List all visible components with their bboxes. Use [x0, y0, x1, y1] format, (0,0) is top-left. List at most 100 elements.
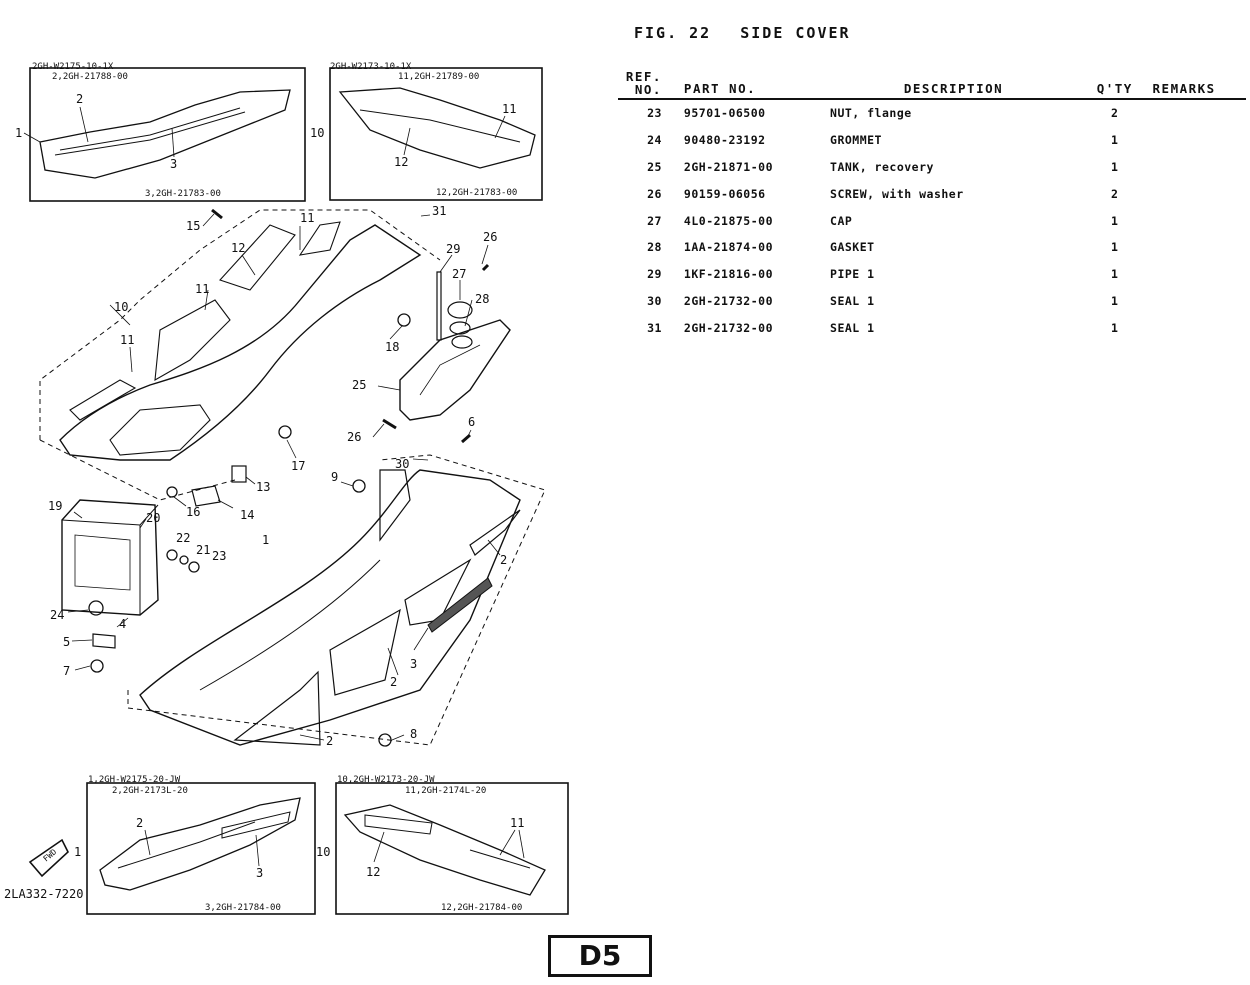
inset-bl-code2: 2,2GH-2173L-20	[112, 786, 188, 796]
cell-description: GASKET	[830, 240, 875, 255]
fwd-label: FWD	[42, 847, 59, 863]
inset-tr-ref: 10	[310, 126, 324, 140]
cell-part-no: 90480-23192	[683, 133, 766, 148]
cell-description: SEAL 1	[830, 293, 875, 308]
callout-3: 3	[410, 657, 417, 671]
cell-part-no: 90159-06056	[683, 186, 766, 201]
callout-27: 27	[452, 267, 466, 281]
inset-br-ref: 10	[316, 845, 330, 859]
cell-description: SCREW, with washer	[830, 186, 964, 201]
cell-ref-no: 30	[647, 293, 662, 308]
cell-ref-no: 26	[647, 186, 662, 201]
cell-part-no: 1AA-21874-00	[683, 240, 774, 255]
cell-qty: 2	[1111, 186, 1119, 201]
cell-remarks	[1149, 288, 1246, 315]
cell-description: PIPE 1	[830, 267, 875, 282]
callout-2-bottom: 2	[326, 734, 333, 748]
inset-br-code1: 10,2GH-W2173-20-JW	[337, 775, 435, 785]
cell-qty: 1	[1111, 133, 1119, 148]
table-row: 25 2GH-21871-00 TANK, recovery 1	[618, 154, 1246, 181]
exploded-parts-diagram: 2GH-W2175-10-1X 2,2GH-21788-00 3,2GH-217…	[4, 62, 569, 915]
callout-26-top: 26	[483, 230, 497, 244]
header-description: DESCRIPTION	[826, 70, 1081, 100]
small-hardware	[88, 208, 490, 747]
cell-remarks	[1149, 314, 1246, 341]
header-ref-line1: REF.	[625, 69, 662, 84]
cell-remarks	[1149, 154, 1246, 181]
inset-tl-ref: 1	[15, 126, 22, 140]
table-row: 26 90159-06056 SCREW, with washer 2	[618, 180, 1246, 207]
cell-description: CAP	[830, 213, 853, 228]
callout-11-mid: 11	[195, 282, 209, 296]
recovery-tank	[399, 271, 511, 421]
inset-br-ref-b: 12	[366, 865, 380, 879]
callout-14: 14	[240, 508, 254, 522]
inset-tl-bottom-code: 3,2GH-21783-00	[145, 189, 221, 199]
cell-qty: 2	[1111, 106, 1119, 121]
figure-name: SIDE COVER	[740, 24, 851, 42]
callout-6: 6	[468, 415, 475, 429]
callout-9: 9	[331, 470, 338, 484]
callout-30: 30	[395, 457, 409, 471]
inset-tr-ref-b: 12	[394, 155, 408, 169]
battery-box	[61, 499, 159, 616]
callout-28: 28	[475, 292, 489, 306]
cell-qty: 1	[1111, 320, 1119, 335]
cell-remarks	[1149, 180, 1246, 207]
inset-bl-ref-a: 2	[136, 816, 143, 830]
inset-bl-bottom-code: 3,2GH-21784-00	[205, 903, 281, 913]
inset-tl-code2: 2,2GH-21788-00	[52, 72, 128, 82]
cell-qty: 1	[1111, 267, 1119, 282]
callout-25: 25	[352, 378, 366, 392]
inset-br-ref-a: 11	[510, 816, 524, 830]
inset-tr-code1: 2GH-W2173-10-1X	[330, 62, 412, 72]
callout-22: 22	[176, 531, 190, 545]
callout-18: 18	[385, 340, 399, 354]
cell-description: NUT, flange	[830, 106, 912, 121]
cell-qty: 1	[1111, 159, 1119, 174]
parts-table: REF. NO. PART NO. DESCRIPTION Q'TY REMAR…	[618, 70, 1246, 341]
callout-16: 16	[186, 505, 200, 519]
cell-ref-no: 31	[647, 320, 662, 335]
callout-11-left: 11	[120, 333, 134, 347]
cell-remarks	[1149, 207, 1246, 234]
side-cover-upper	[39, 209, 441, 501]
callout-8: 8	[410, 727, 417, 741]
cell-qty: 1	[1111, 240, 1119, 255]
cell-ref-no: 25	[647, 159, 662, 174]
leader-lines	[67, 213, 501, 741]
callout-21: 21	[196, 543, 210, 557]
cell-qty: 1	[1111, 293, 1119, 308]
header-ref-no: REF. NO.	[618, 69, 666, 100]
cell-qty: 1	[1111, 213, 1119, 228]
header-part-no: PART NO.	[665, 70, 827, 100]
inset-br-code2: 11,2GH-2174L-20	[405, 786, 486, 796]
header-qty: Q'TY	[1081, 70, 1149, 100]
forward-arrow-icon: FWD	[28, 838, 69, 878]
inset-br-bottom-code: 12,2GH-21784-00	[441, 903, 522, 913]
callout-24: 24	[50, 608, 64, 622]
cell-part-no: 2GH-21732-00	[683, 293, 774, 308]
side-cover-main	[127, 454, 546, 746]
callout-11-top: 11	[300, 211, 314, 225]
callout-20: 20	[146, 511, 160, 525]
callout-1: 1	[262, 533, 269, 547]
cell-part-no: 2GH-21871-00	[683, 159, 774, 174]
cell-description: TANK, recovery	[830, 159, 934, 174]
inset-tr-bottom-code: 12,2GH-21783-00	[436, 188, 517, 198]
drawing-code: 2LA332-7220	[4, 887, 83, 901]
inset-top-left: 2GH-W2175-10-1X 2,2GH-21788-00 3,2GH-217…	[15, 62, 306, 202]
inset-bottom-left: 1,2GH-W2175-20-JW 2,2GH-2173L-20 3,2GH-2…	[74, 775, 316, 915]
callout-23: 23	[212, 549, 226, 563]
cell-description: SEAL 1	[830, 320, 875, 335]
page-label: D5	[548, 935, 652, 977]
cell-ref-no: 29	[647, 267, 662, 282]
callout-4: 4	[119, 617, 126, 631]
cell-remarks	[1149, 99, 1246, 127]
callout-5: 5	[63, 635, 70, 649]
callout-13: 13	[256, 480, 270, 494]
callout-15: 15	[186, 219, 200, 233]
cell-part-no: 1KF-21816-00	[683, 267, 774, 282]
